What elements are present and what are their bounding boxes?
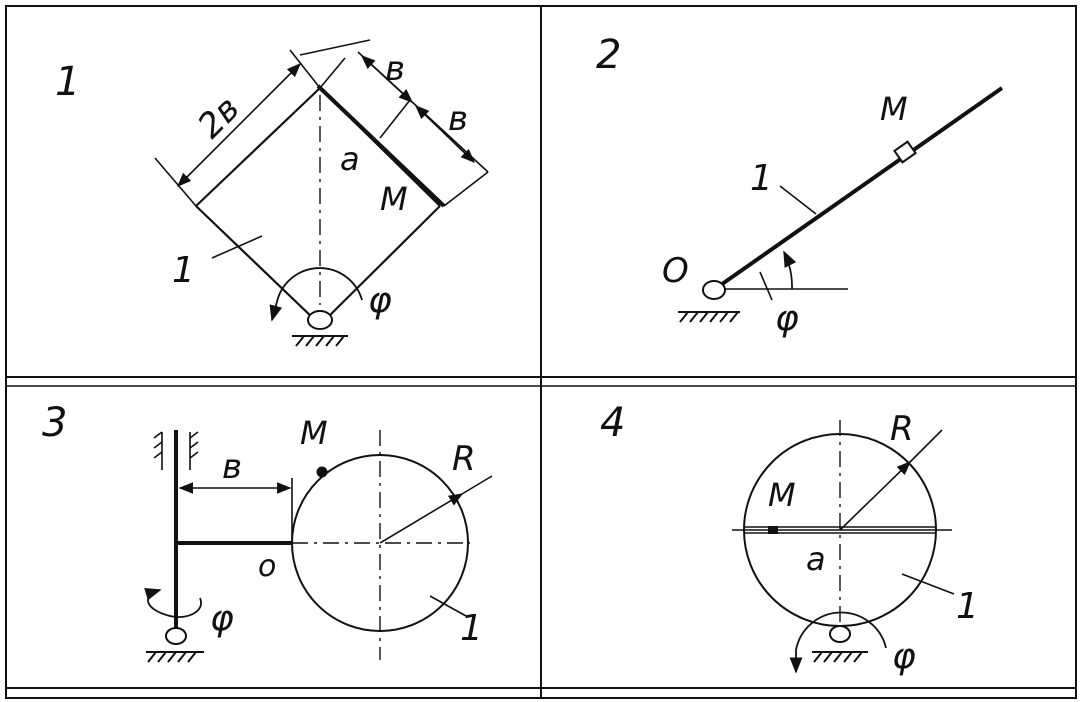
radius-extension <box>461 475 493 495</box>
slider-m <box>893 140 917 164</box>
body-1-label: 1 <box>750 158 773 199</box>
radius-r-label: R <box>890 409 914 449</box>
dimension-b-top-label: в <box>385 49 405 89</box>
table-grid <box>5 5 1077 699</box>
leader-line-1 <box>779 185 817 215</box>
panel-number: 2 <box>596 32 621 78</box>
dimension-lines <box>154 39 489 207</box>
panel-number: 1 <box>55 59 80 105</box>
point-o-label: о <box>258 549 276 584</box>
hinge-support <box>146 627 204 663</box>
leader-line-1 <box>211 235 263 259</box>
phi-leader <box>759 271 773 301</box>
point-m <box>768 526 778 534</box>
radius-r-label: R <box>452 439 476 479</box>
hinge-support <box>812 625 868 663</box>
angle-phi-label: φ <box>892 636 916 677</box>
angle-phi-label: φ <box>210 598 234 639</box>
angle-phi-label: φ <box>775 298 799 339</box>
point-m-label: М <box>300 414 328 452</box>
body-1-label: 1 <box>172 250 195 291</box>
point-m-label: М <box>768 476 796 514</box>
radius-arrow <box>379 493 464 544</box>
top-bearing <box>153 431 199 470</box>
body-1-label: 1 <box>956 586 979 627</box>
point-m-label: М <box>380 180 408 218</box>
panel-4: 4 М R а 1 φ <box>600 400 979 677</box>
dimension-lines <box>178 478 293 543</box>
point-m-label: М <box>880 90 908 128</box>
body-1-label: 1 <box>460 608 483 649</box>
leader-line-1 <box>429 595 467 617</box>
dimension-b-label: в <box>222 447 242 487</box>
panel-number: 4 <box>600 400 625 446</box>
rotation-arrow <box>144 587 202 618</box>
rod <box>713 86 1004 291</box>
panel-1: 1 2в в в а М 1 <box>55 39 489 347</box>
hinge-support <box>678 280 740 323</box>
rotation-arrow <box>789 611 887 674</box>
angle-phi-label: φ <box>368 280 392 321</box>
label-a: а <box>340 140 360 178</box>
dimension-b-right-label: в <box>448 99 468 139</box>
rotation-arrow <box>269 267 363 322</box>
center-lines <box>292 430 470 660</box>
angle-arc <box>783 250 797 290</box>
leader-line-1 <box>901 573 955 595</box>
point-o-label: О <box>662 251 689 291</box>
label-a: а <box>806 540 826 578</box>
panel-2: 2 М 1 О φ <box>596 32 1004 339</box>
radius-extension <box>909 429 943 463</box>
point-m <box>316 466 328 478</box>
dimension-2b-label: 2в <box>190 89 248 147</box>
panel-3: 3 в R М о 1 <box>42 400 493 663</box>
panel-number: 3 <box>42 400 67 446</box>
radius-arrow <box>839 460 912 531</box>
hinge-support <box>292 310 348 347</box>
